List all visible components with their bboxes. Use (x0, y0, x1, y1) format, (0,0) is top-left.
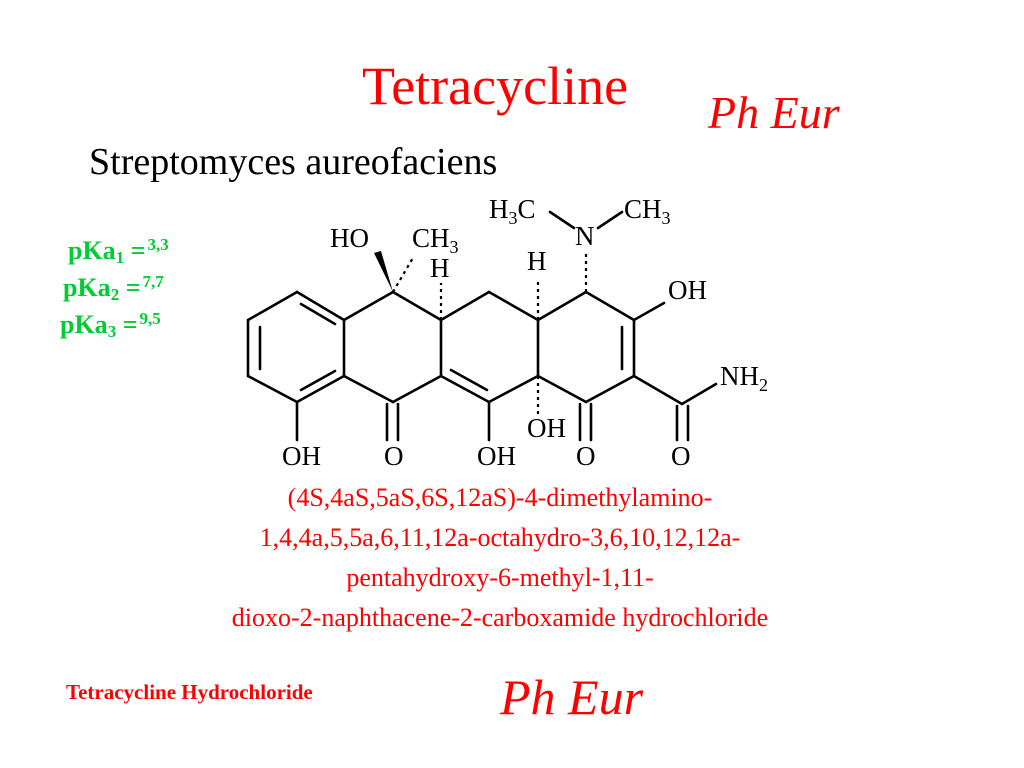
salt-name: Tetracycline Hydrochloride (66, 680, 313, 704)
iupac-line-1: (4S,4aS,5aS,6S,12aS)-4-dimethylamino- (287, 483, 713, 512)
atom-o-bottom-2: O (576, 441, 596, 471)
pka-2-eq: = (119, 273, 141, 302)
pka-3-label: pKa (60, 310, 108, 339)
bond (548, 210, 576, 230)
bond (596, 210, 624, 230)
pharmacopeia-label-top: Ph Eur (708, 87, 840, 138)
pharmacopeia-label-bottom: Ph Eur (500, 669, 644, 725)
atom-o-bottom-1: O (384, 441, 404, 471)
atom-ch3-mid: CH3 (412, 223, 459, 257)
source-organism: Streptomyces aureofaciens (89, 141, 498, 183)
atom-ch3-top: CH3 (624, 194, 671, 228)
bond-inner (299, 302, 337, 326)
atom-h3c: H3C (489, 194, 536, 228)
bond (680, 382, 718, 406)
bond (632, 374, 684, 406)
bond (295, 374, 346, 404)
bond (246, 290, 299, 322)
atom-h-left: H (430, 253, 450, 283)
pka-1-sub: 1 (115, 248, 125, 267)
tetracycline-structure: H3C CH3 N HO CH3 H H OH NH2 OH OH O OH O… (246, 194, 768, 471)
bond (487, 290, 540, 322)
pka-1-value: 3,3 (147, 235, 169, 254)
hash-bonds (392, 251, 588, 414)
bond (295, 290, 346, 322)
bond (584, 374, 636, 404)
bond (536, 290, 588, 322)
atom-oh-bottom-2: OH (477, 441, 516, 471)
bond-inner (299, 369, 337, 392)
pka-2-sub: 2 (110, 285, 120, 304)
bond (246, 374, 299, 404)
pka-2-label: pKa (63, 273, 111, 302)
iupac-name: (4S,4aS,5aS,6S,12aS)-4-dimethylamino- 1,… (130, 478, 870, 638)
pka-2: pKa2 =7,7 (63, 272, 164, 305)
iupac-line-3: pentahydroxy-6-methyl-1,11- (346, 563, 654, 592)
iupac-line-2: 1,4,4a,5,5a,6,11,12a-octahydro-3,6,10,12… (259, 523, 741, 552)
atom-oh-inner: OH (527, 413, 566, 443)
bond (487, 374, 540, 404)
bond (342, 374, 395, 404)
bond (439, 374, 491, 404)
atom-n: N (575, 221, 595, 251)
pka-3: pKa3 =9,5 (60, 309, 161, 342)
pka-2-value: 7,7 (142, 272, 164, 291)
wedge-bond (374, 251, 393, 292)
bond (391, 374, 443, 404)
bond (536, 374, 588, 404)
atom-ho: HO (330, 223, 369, 253)
pka-3-sub: 3 (107, 322, 117, 341)
bond (584, 290, 636, 322)
bond-inner (449, 368, 489, 392)
iupac-line-4: dioxo-2-naphthacene-2-carboxamide hydroc… (231, 603, 769, 632)
pka-1: pKa1 =3,3 (68, 235, 169, 268)
atom-oh-right: OH (668, 275, 707, 305)
bond (342, 290, 395, 322)
bond (439, 290, 491, 322)
bond (391, 290, 443, 322)
bond (632, 301, 666, 322)
title: Tetracycline (362, 56, 629, 116)
pka-1-label: pKa (68, 236, 116, 265)
atom-o-bottom-3: O (671, 441, 691, 471)
atom-oh-bottom-1: OH (282, 441, 321, 471)
hash-bond (392, 255, 415, 293)
pka-1-eq: = (124, 236, 146, 265)
atom-h-right: H (527, 246, 547, 276)
bonds (246, 210, 718, 442)
pka-3-eq: = (116, 310, 138, 339)
pka-3-value: 9,5 (139, 309, 161, 328)
atom-nh2: NH2 (720, 361, 768, 395)
